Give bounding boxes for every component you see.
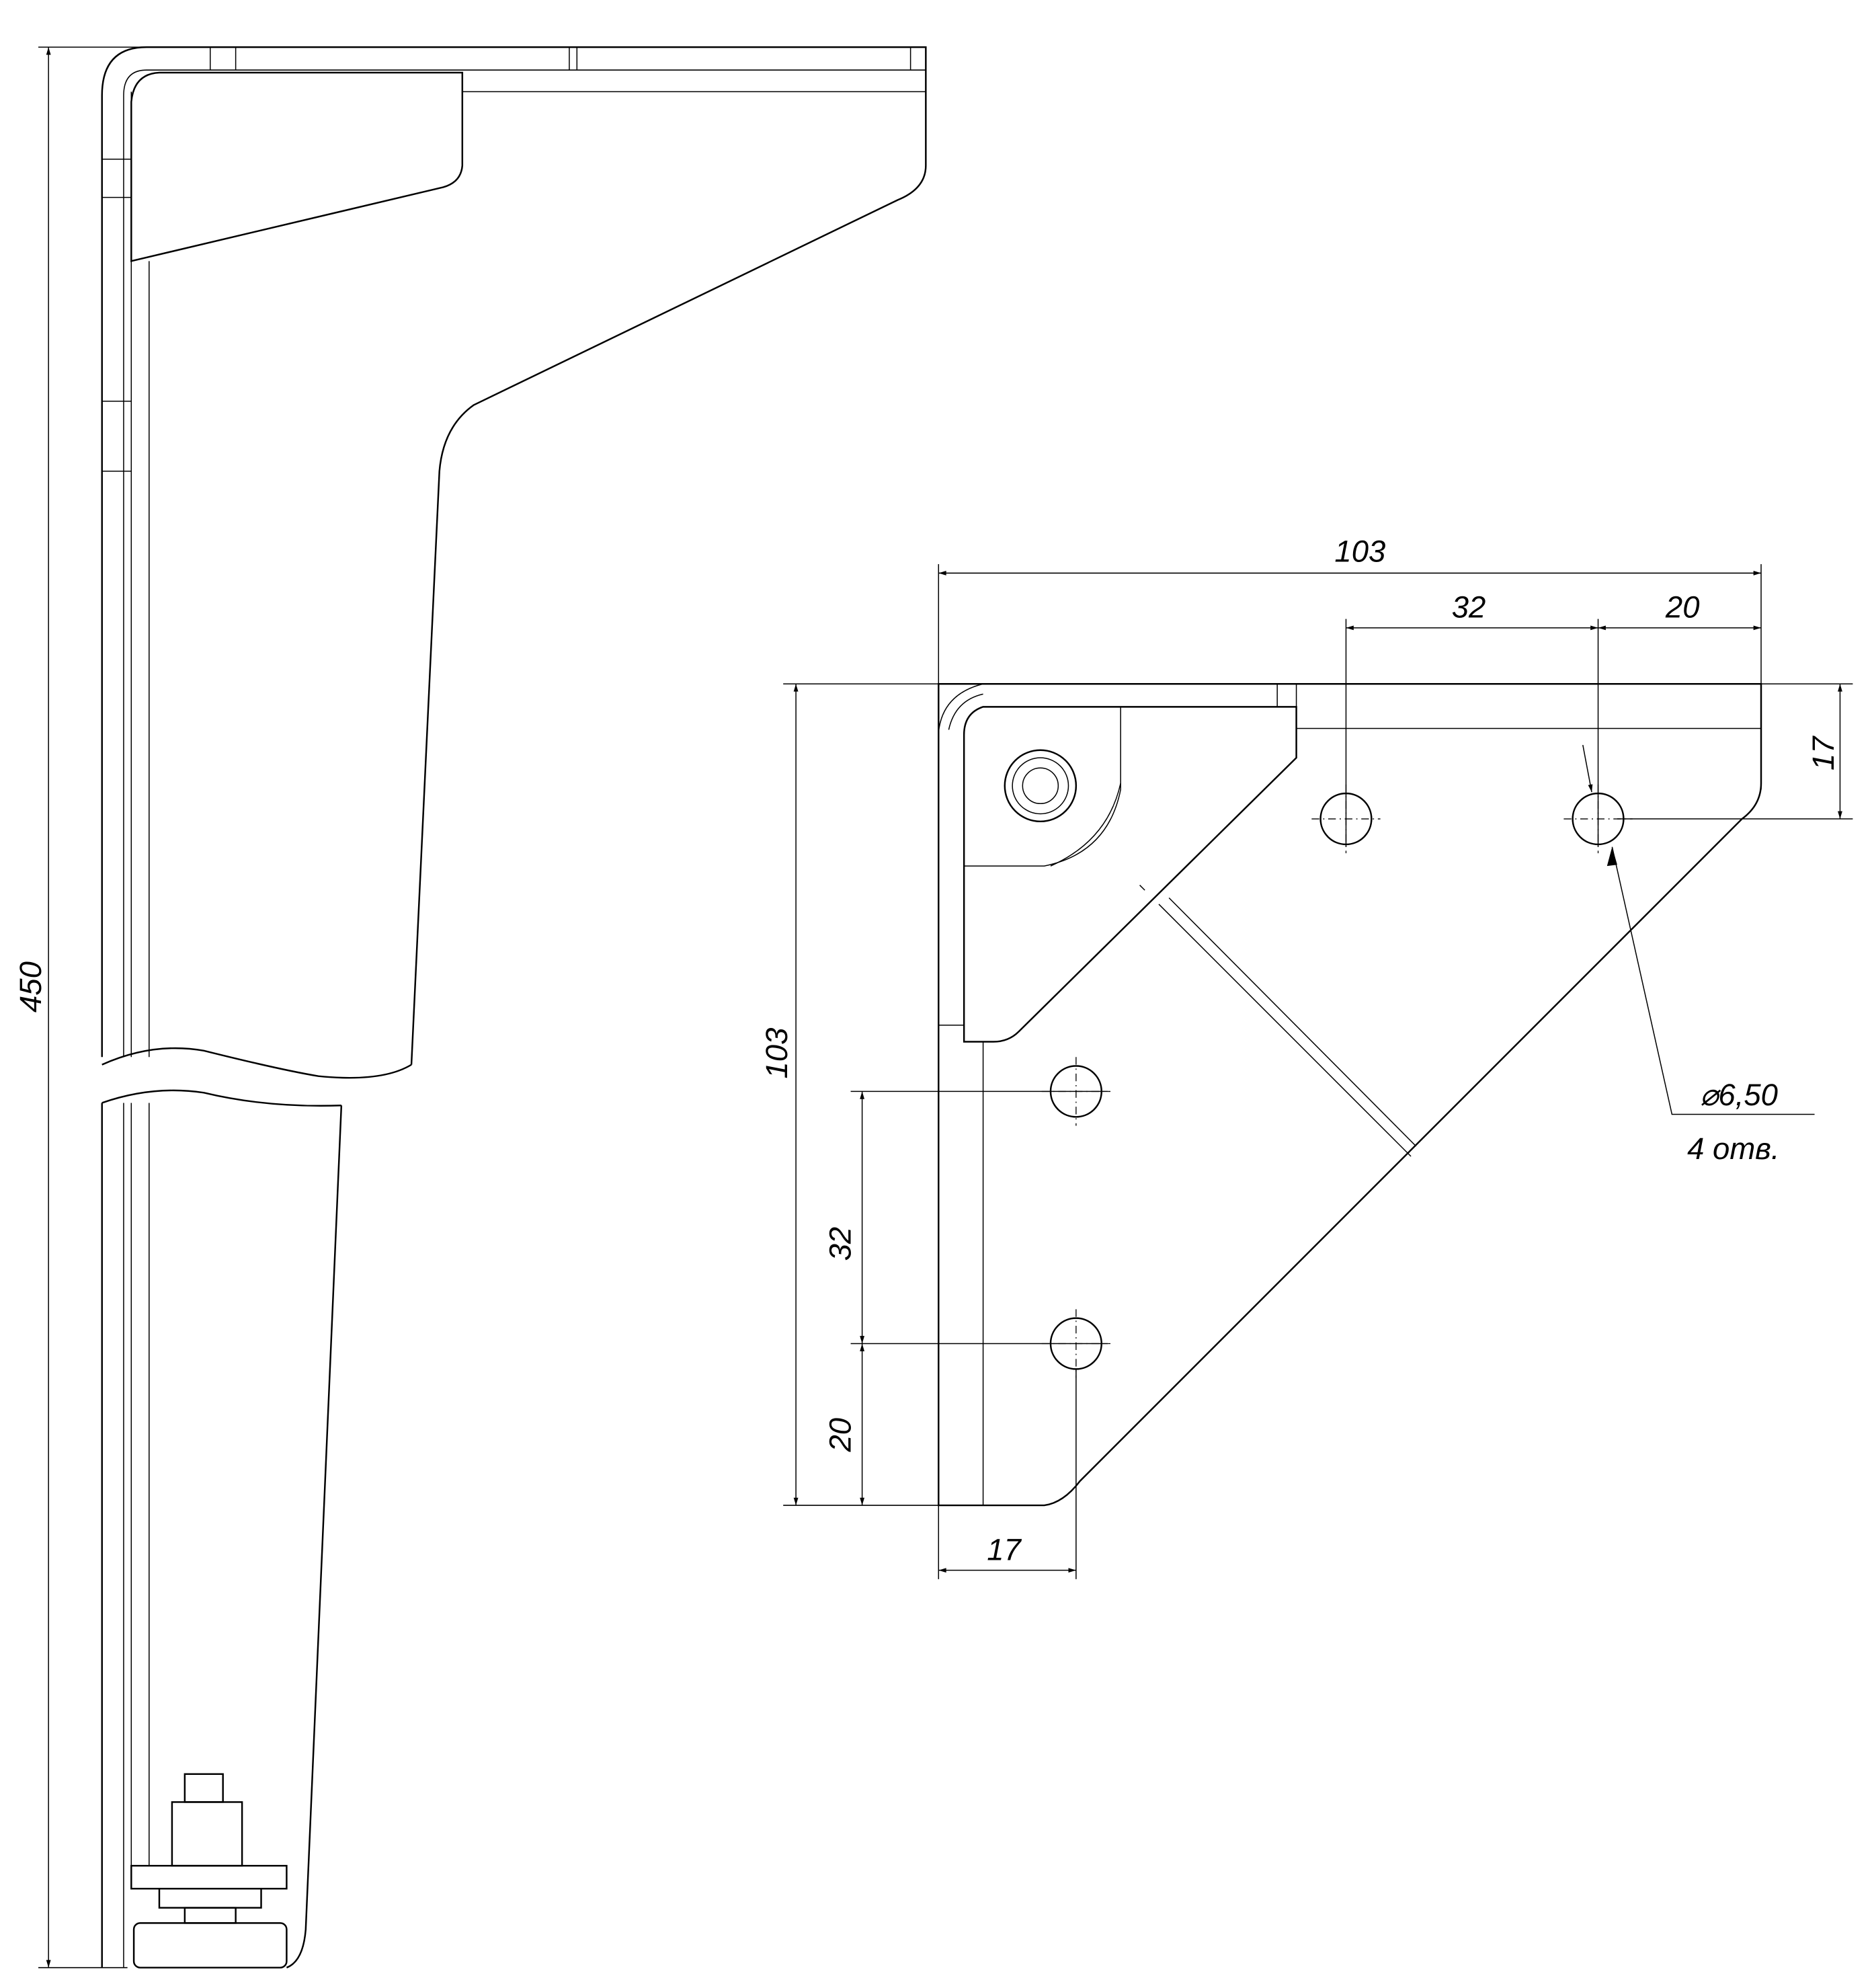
bottom-inset-label: 17 [987, 1533, 1022, 1567]
hole-spacing-x-label: 32 [1452, 590, 1486, 625]
mounting-holes [1041, 784, 1633, 1378]
height-dimension-label: 450 [13, 961, 48, 1012]
hole [1049, 1317, 1102, 1370]
adjustable-foot [130, 1773, 288, 1969]
inner-bracket [963, 706, 1297, 1043]
leg-upper-outline [101, 46, 927, 1065]
hole [1319, 792, 1373, 846]
nut [1004, 749, 1077, 823]
hole-diameter-label: ⌀6,50 [1700, 1078, 1778, 1112]
hole [1572, 792, 1625, 846]
mounting-tab [130, 71, 464, 262]
side-view: 450 [13, 46, 927, 1969]
edge-offset-x-label: 20 [1665, 590, 1700, 625]
hole-leader [1611, 846, 1815, 1115]
break-line [101, 1047, 412, 1079]
edge-offset-y-label: 20 [823, 1418, 858, 1453]
leg-lower-outline [101, 1103, 343, 1969]
width-dimension-label: 103 [1334, 534, 1385, 568]
height-dimension-label: 103 [760, 1028, 794, 1079]
top-view: 103 32 20 17 103 32 20 17 ⌀6,50 4 отв. [760, 534, 1853, 1579]
right-inset-label: 17 [1806, 735, 1840, 770]
hole [1049, 1065, 1102, 1118]
hole-spacing-y-label: 32 [823, 1227, 858, 1261]
plate-outline [938, 683, 1762, 1507]
hole-count-label: 4 отв. [1687, 1131, 1779, 1166]
